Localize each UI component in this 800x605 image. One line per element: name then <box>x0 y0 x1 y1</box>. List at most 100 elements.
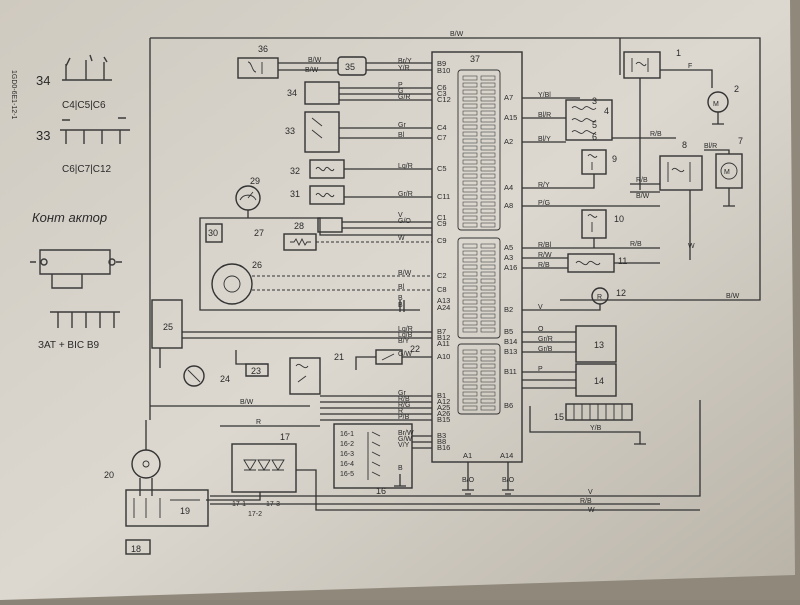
label-16-3: 16-3 <box>340 451 354 458</box>
connector-pin-grid <box>462 75 496 411</box>
wire-yb: Y/B <box>590 425 602 432</box>
box-17 <box>231 443 297 493</box>
pin-cell <box>462 131 478 137</box>
pin-cell <box>480 187 496 193</box>
label-5: 5 <box>592 120 597 130</box>
wires-35-ecu <box>366 62 432 71</box>
pin-right-b11: B11 <box>504 367 517 376</box>
relay-10 <box>587 214 598 232</box>
pin-cell <box>480 110 496 116</box>
component-16: 16-1 16-2 16-3 16-4 16-5 16 B <box>333 423 432 496</box>
wire-right-12: P <box>538 366 543 373</box>
wire-left-25: Br/W <box>398 430 414 437</box>
component-23: 23 <box>235 350 269 377</box>
pin-left-c8: C8 <box>437 285 447 294</box>
pin-cell <box>480 391 496 397</box>
pin-cell <box>462 110 478 116</box>
wire-right-3: R/Y <box>538 182 550 189</box>
ecu-outline <box>431 51 523 463</box>
label-8: 8 <box>682 140 687 150</box>
pin-left-c2: C2 <box>437 271 447 280</box>
pin-cell <box>462 278 478 284</box>
pin-cell <box>480 264 496 270</box>
relay-36-coil <box>247 61 263 74</box>
box-16 <box>333 423 413 489</box>
wire-rb-8: R/B <box>636 177 648 184</box>
pin-cell <box>462 124 478 130</box>
connector-block-a <box>457 237 501 339</box>
label-10: 10 <box>614 214 624 224</box>
pin-cell <box>462 208 478 214</box>
pin-cell <box>462 96 478 102</box>
hw-pins-34: C4|C5|C6 <box>62 100 106 111</box>
ecu-number: 37 <box>470 54 480 64</box>
component-9: 9 <box>522 149 660 207</box>
relay-1 <box>631 58 649 72</box>
switch-20-hub <box>142 460 150 468</box>
box-34 <box>304 81 340 105</box>
wire-left-11: W <box>398 235 405 242</box>
pin-cell <box>462 285 478 291</box>
pin-left-a12: A12 <box>437 397 450 406</box>
pin-right-a8: A8 <box>504 201 513 210</box>
box-21 <box>289 357 321 395</box>
pin-cell <box>480 292 496 298</box>
pin-right-b6: B6 <box>504 401 513 410</box>
relay-36 <box>237 57 279 79</box>
pin-cell <box>480 208 496 214</box>
hw-word: Конт актор <box>32 210 107 225</box>
wire-bw-1: B/W <box>240 399 254 406</box>
coil-31 <box>315 192 335 198</box>
pin-cell <box>480 194 496 200</box>
pin-right-b13: B13 <box>504 347 517 356</box>
hw-sketch-33 <box>60 117 130 144</box>
pin-cell <box>462 243 478 249</box>
pin-cell <box>462 363 478 369</box>
wire-left-2: P <box>398 82 403 89</box>
wire-left-1: Y/R <box>398 65 410 72</box>
pin-cell <box>480 278 496 284</box>
pin-cell <box>480 166 496 172</box>
label-16-2: 16-2 <box>340 441 354 448</box>
component-19: 19 <box>125 489 209 527</box>
pin-cell <box>480 180 496 186</box>
pin-cell <box>480 320 496 326</box>
wires-21 <box>320 395 432 421</box>
wire-left-24: P/B <box>398 414 410 421</box>
wire-v-bottom: V <box>588 489 593 496</box>
box-30 <box>205 223 223 243</box>
pin-cell <box>462 313 478 319</box>
label-4: 4 <box>604 106 609 116</box>
hw-pins-33: C6|C7|C12 <box>62 164 112 175</box>
pin-cell <box>462 377 478 383</box>
sensor-26 <box>211 263 253 305</box>
label-34: 34 <box>287 88 297 98</box>
pin-cell <box>462 89 478 95</box>
handwritten-notes: 34 C4|C5|C6 33 C6|C7|C12 Конт актор ЗАТ … <box>30 54 130 351</box>
pin-left-b7: B7 <box>437 327 446 336</box>
wire-right-0: Y/Bl <box>538 92 551 99</box>
pin-right-a15: A15 <box>504 113 517 122</box>
pin-a14: A14 <box>500 451 513 460</box>
label-17: 17 <box>280 432 290 442</box>
wire-left-14: B <box>398 295 403 302</box>
pin-cell <box>480 96 496 102</box>
wire-bw-12: B/W <box>726 293 740 300</box>
component-24: 24 <box>183 365 230 387</box>
pin-left-a25: A25 <box>437 403 450 412</box>
wire-left-0: Br/Y <box>398 58 412 65</box>
label-1: 1 <box>676 48 681 58</box>
hw-circle-2 <box>108 258 116 266</box>
wires-28 <box>342 221 432 229</box>
wires-345 <box>522 97 676 143</box>
label-6: 6 <box>592 132 597 142</box>
pin-left-c9: C9 <box>437 236 447 245</box>
pin-cell <box>462 166 478 172</box>
label-12: 12 <box>616 288 626 298</box>
box-1 <box>623 51 661 79</box>
frame-wires <box>149 37 761 420</box>
switch-16-contacts <box>367 431 381 480</box>
box-8 <box>659 155 703 191</box>
hw-sketch-pins <box>50 311 120 328</box>
